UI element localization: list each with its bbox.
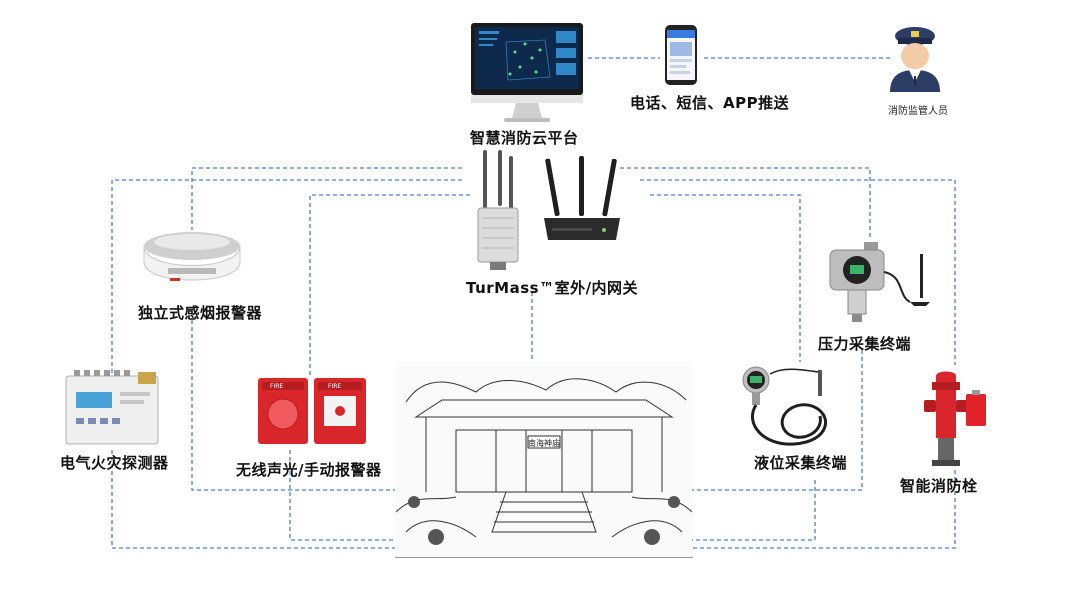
smoke-detector-icon <box>143 232 241 281</box>
building-sketch-icon: 南海神庙 <box>396 362 692 558</box>
officer-label: 消防监管人员 <box>888 106 948 117</box>
indoor-gateway-icon <box>544 156 620 240</box>
electric-label: 电气火灾探测器 <box>60 454 169 472</box>
building-sign-text: 南海神庙 <box>528 438 560 448</box>
electric-detector-icon <box>65 370 159 445</box>
outdoor-gateway-icon <box>477 150 519 270</box>
fire-text-left: FIRE <box>270 383 283 390</box>
smoke-label: 独立式感烟报警器 <box>138 304 263 322</box>
phone-icon <box>665 25 697 85</box>
fire-text-right: FIRE <box>328 383 341 390</box>
gateway-label: TurMass™室外/内网关 <box>466 279 639 297</box>
pressure-terminal-icon <box>829 242 930 322</box>
alarm-label: 无线声光/手动报警器 <box>236 461 382 479</box>
monitor-icon <box>471 23 583 122</box>
pressure-label: 压力采集终端 <box>818 335 912 353</box>
level-label: 液位采集终端 <box>754 454 848 472</box>
officer-icon <box>890 27 940 92</box>
alarm-devices-icon: FIRE FIRE <box>258 378 366 444</box>
notify-label: 电话、短信、APP推送 <box>630 94 790 112</box>
hydrant-icon <box>924 371 986 466</box>
hydrant-label: 智能消防栓 <box>900 477 978 495</box>
level-terminal-icon <box>742 366 828 446</box>
platform-label: 智慧消防云平台 <box>470 129 579 147</box>
